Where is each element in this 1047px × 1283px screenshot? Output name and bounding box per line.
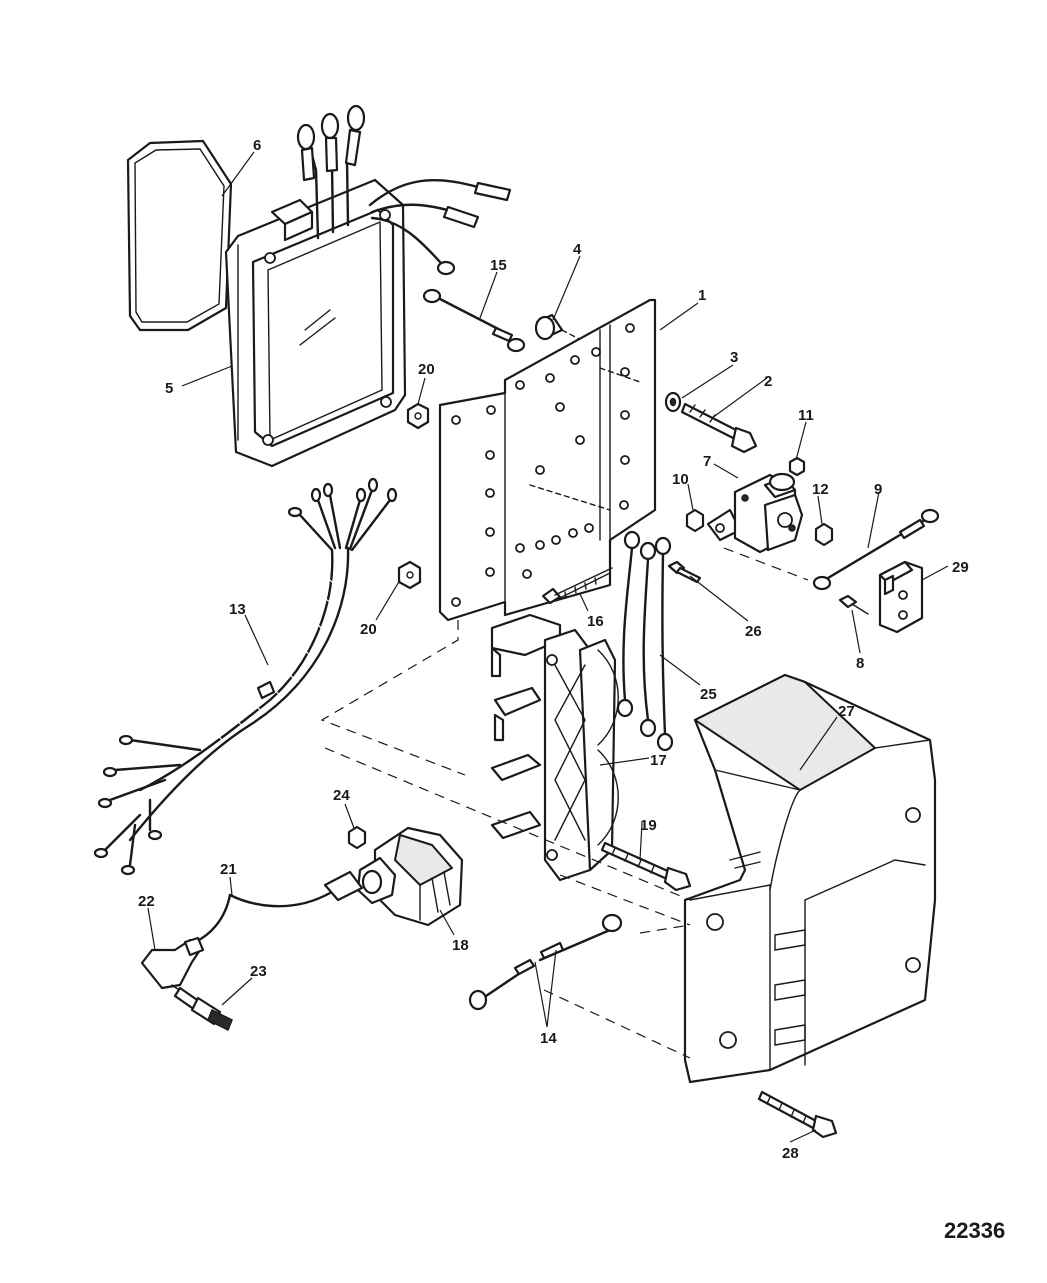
- callout-20-upper: 20: [418, 361, 435, 378]
- coil-bracket-part-17: [490, 613, 619, 882]
- callout-8: 8: [856, 655, 864, 672]
- callout-24: 24: [333, 787, 350, 804]
- callout-1: 1: [698, 287, 706, 304]
- callout-21: 21: [220, 861, 237, 878]
- mounting-plate-part-1: [438, 298, 657, 622]
- ht-lead-part-21: [193, 870, 364, 944]
- spark-plug-boot-part-22: [140, 936, 205, 990]
- callout-29: 29: [952, 559, 969, 576]
- callout-2: 2: [764, 373, 772, 390]
- leads-part-14: [468, 913, 623, 1011]
- callout-10: 10: [672, 471, 689, 488]
- washer-part-3: [664, 391, 682, 413]
- spark-plug-part-23: [171, 984, 233, 1032]
- bolt-part-2: [680, 402, 758, 454]
- callout-23: 23: [250, 963, 267, 980]
- nut-part-20-lower: [397, 560, 422, 590]
- callout-4: 4: [573, 241, 582, 258]
- lead-part-9: [812, 508, 940, 591]
- callout-12: 12: [812, 481, 829, 498]
- leader-lines: [147, 151, 949, 1143]
- callout-7: 7: [703, 453, 711, 470]
- callout-5: 5: [165, 380, 173, 397]
- nut-part-11: [788, 456, 806, 477]
- wiring-harness-part-13: [93, 477, 398, 876]
- solenoid-part-7: [706, 472, 804, 554]
- assembly-line: [723, 547, 809, 581]
- nut-part-12: [814, 522, 834, 547]
- callout-9: 9: [874, 481, 882, 498]
- nut-part-20-upper: [406, 402, 430, 430]
- callout-3: 3: [730, 349, 738, 366]
- screw-part-26: [667, 560, 702, 584]
- callout-16: 16: [587, 613, 604, 630]
- callout-20-lower: 20: [360, 621, 377, 638]
- ground-lead-part-15: [422, 288, 526, 353]
- callout-19: 19: [640, 817, 657, 834]
- callout-25: 25: [700, 686, 717, 703]
- callout-27: 27: [838, 703, 855, 720]
- callout-22: 22: [138, 893, 155, 910]
- assembly-lines: [320, 620, 691, 1059]
- ignition-coil-part-18: [356, 826, 464, 927]
- switch-box-part-5: [224, 104, 512, 468]
- terminal-block-part-29: [878, 560, 924, 634]
- callout-11: 11: [798, 407, 814, 424]
- nut-part-24: [347, 825, 367, 850]
- gasket-part-6: [126, 139, 233, 332]
- callout-28: 28: [782, 1145, 799, 1162]
- coil-cover-part-27: [683, 673, 937, 1084]
- callout-14: 14: [540, 1030, 557, 1047]
- screw-part-16: [541, 567, 613, 605]
- callout-18: 18: [452, 937, 469, 954]
- callout-26: 26: [745, 623, 762, 640]
- callout-6: 6: [253, 137, 261, 154]
- bolt-part-19: [600, 841, 692, 892]
- bolt-part-28: [757, 1090, 838, 1139]
- screw-part-8: [838, 594, 869, 615]
- callout-17: 17: [650, 752, 667, 769]
- figure-number: 22336: [944, 1218, 1006, 1243]
- callout-13: 13: [229, 601, 246, 618]
- callout-labels: 6 5 15 4 1 3 2 11 20 7 10 12 9 29 8 26 2…: [138, 137, 969, 1162]
- callout-15: 15: [490, 257, 507, 274]
- nut-part-10: [685, 508, 705, 533]
- leads-part-25: [616, 530, 674, 752]
